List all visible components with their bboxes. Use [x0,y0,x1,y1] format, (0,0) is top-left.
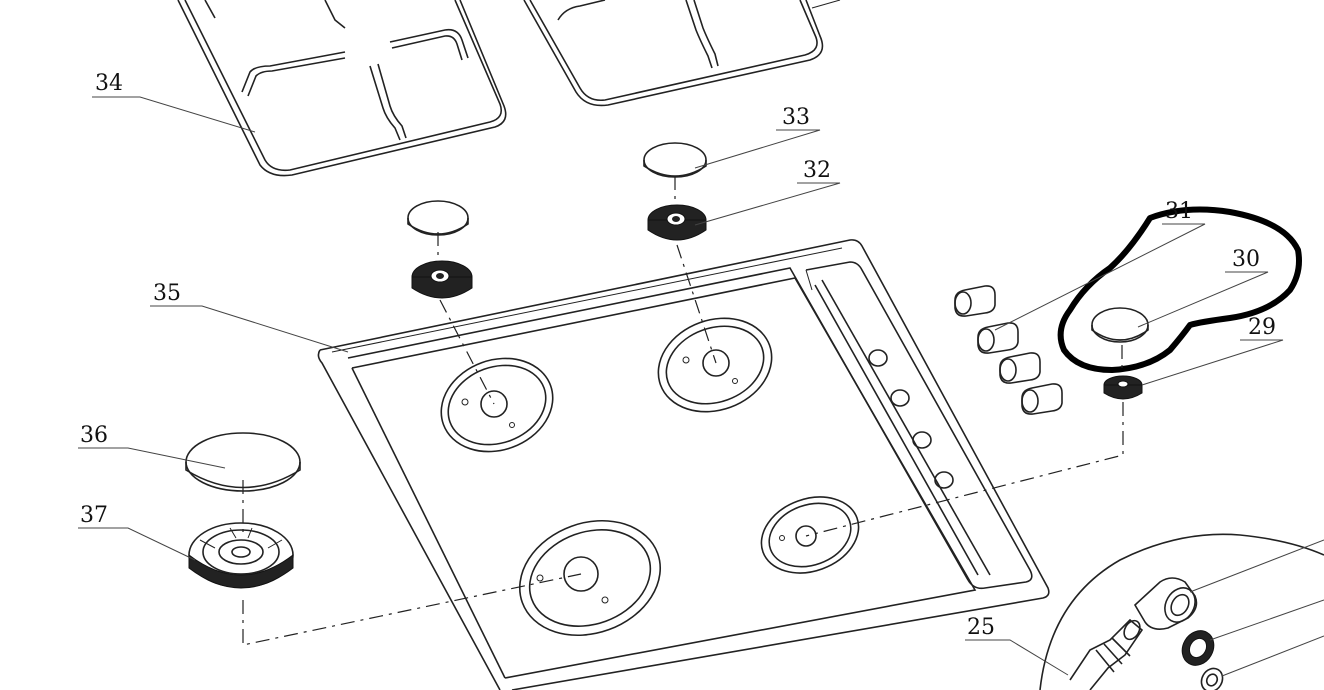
knob-4 [1021,383,1063,415]
pan-support-left [177,0,507,177]
burner-cap-small [1091,307,1149,343]
highlight-outline [1057,206,1302,373]
burner-head-rear-right [647,204,707,241]
knob-3 [999,352,1041,384]
knob-set [954,285,1063,415]
burner-head-large [188,522,294,589]
burner-head-rear-left [411,260,473,299]
assembly-lines [242,176,1124,646]
gas-connector-detail [1039,533,1324,690]
pan-support-right [523,0,841,107]
burner-seat-front-right [760,496,860,574]
knob-holes [868,349,954,489]
label-33: 33 [782,105,810,130]
burner-seat-rear-right [657,317,773,413]
burner-cap-rear-left [407,200,469,236]
label-36: 36 [80,423,108,448]
label-31: 31 [1165,199,1193,224]
knob-1 [954,285,996,317]
label-30: 30 [1232,247,1260,272]
label-32: 32 [803,158,831,183]
burner-seat-front-left [518,519,662,637]
burner-seat-rear-left [440,357,554,453]
label-25: 25 [967,615,995,640]
leader-lines [78,96,1284,676]
label-29: 29 [1248,315,1276,340]
cooktop-tray [317,239,1050,690]
burner-cap-rear-right [643,142,707,178]
burner-head-small [1103,375,1143,400]
knob-2 [977,322,1019,354]
label-34: 34 [95,71,123,96]
label-37: 37 [80,503,108,528]
label-35: 35 [153,281,181,306]
